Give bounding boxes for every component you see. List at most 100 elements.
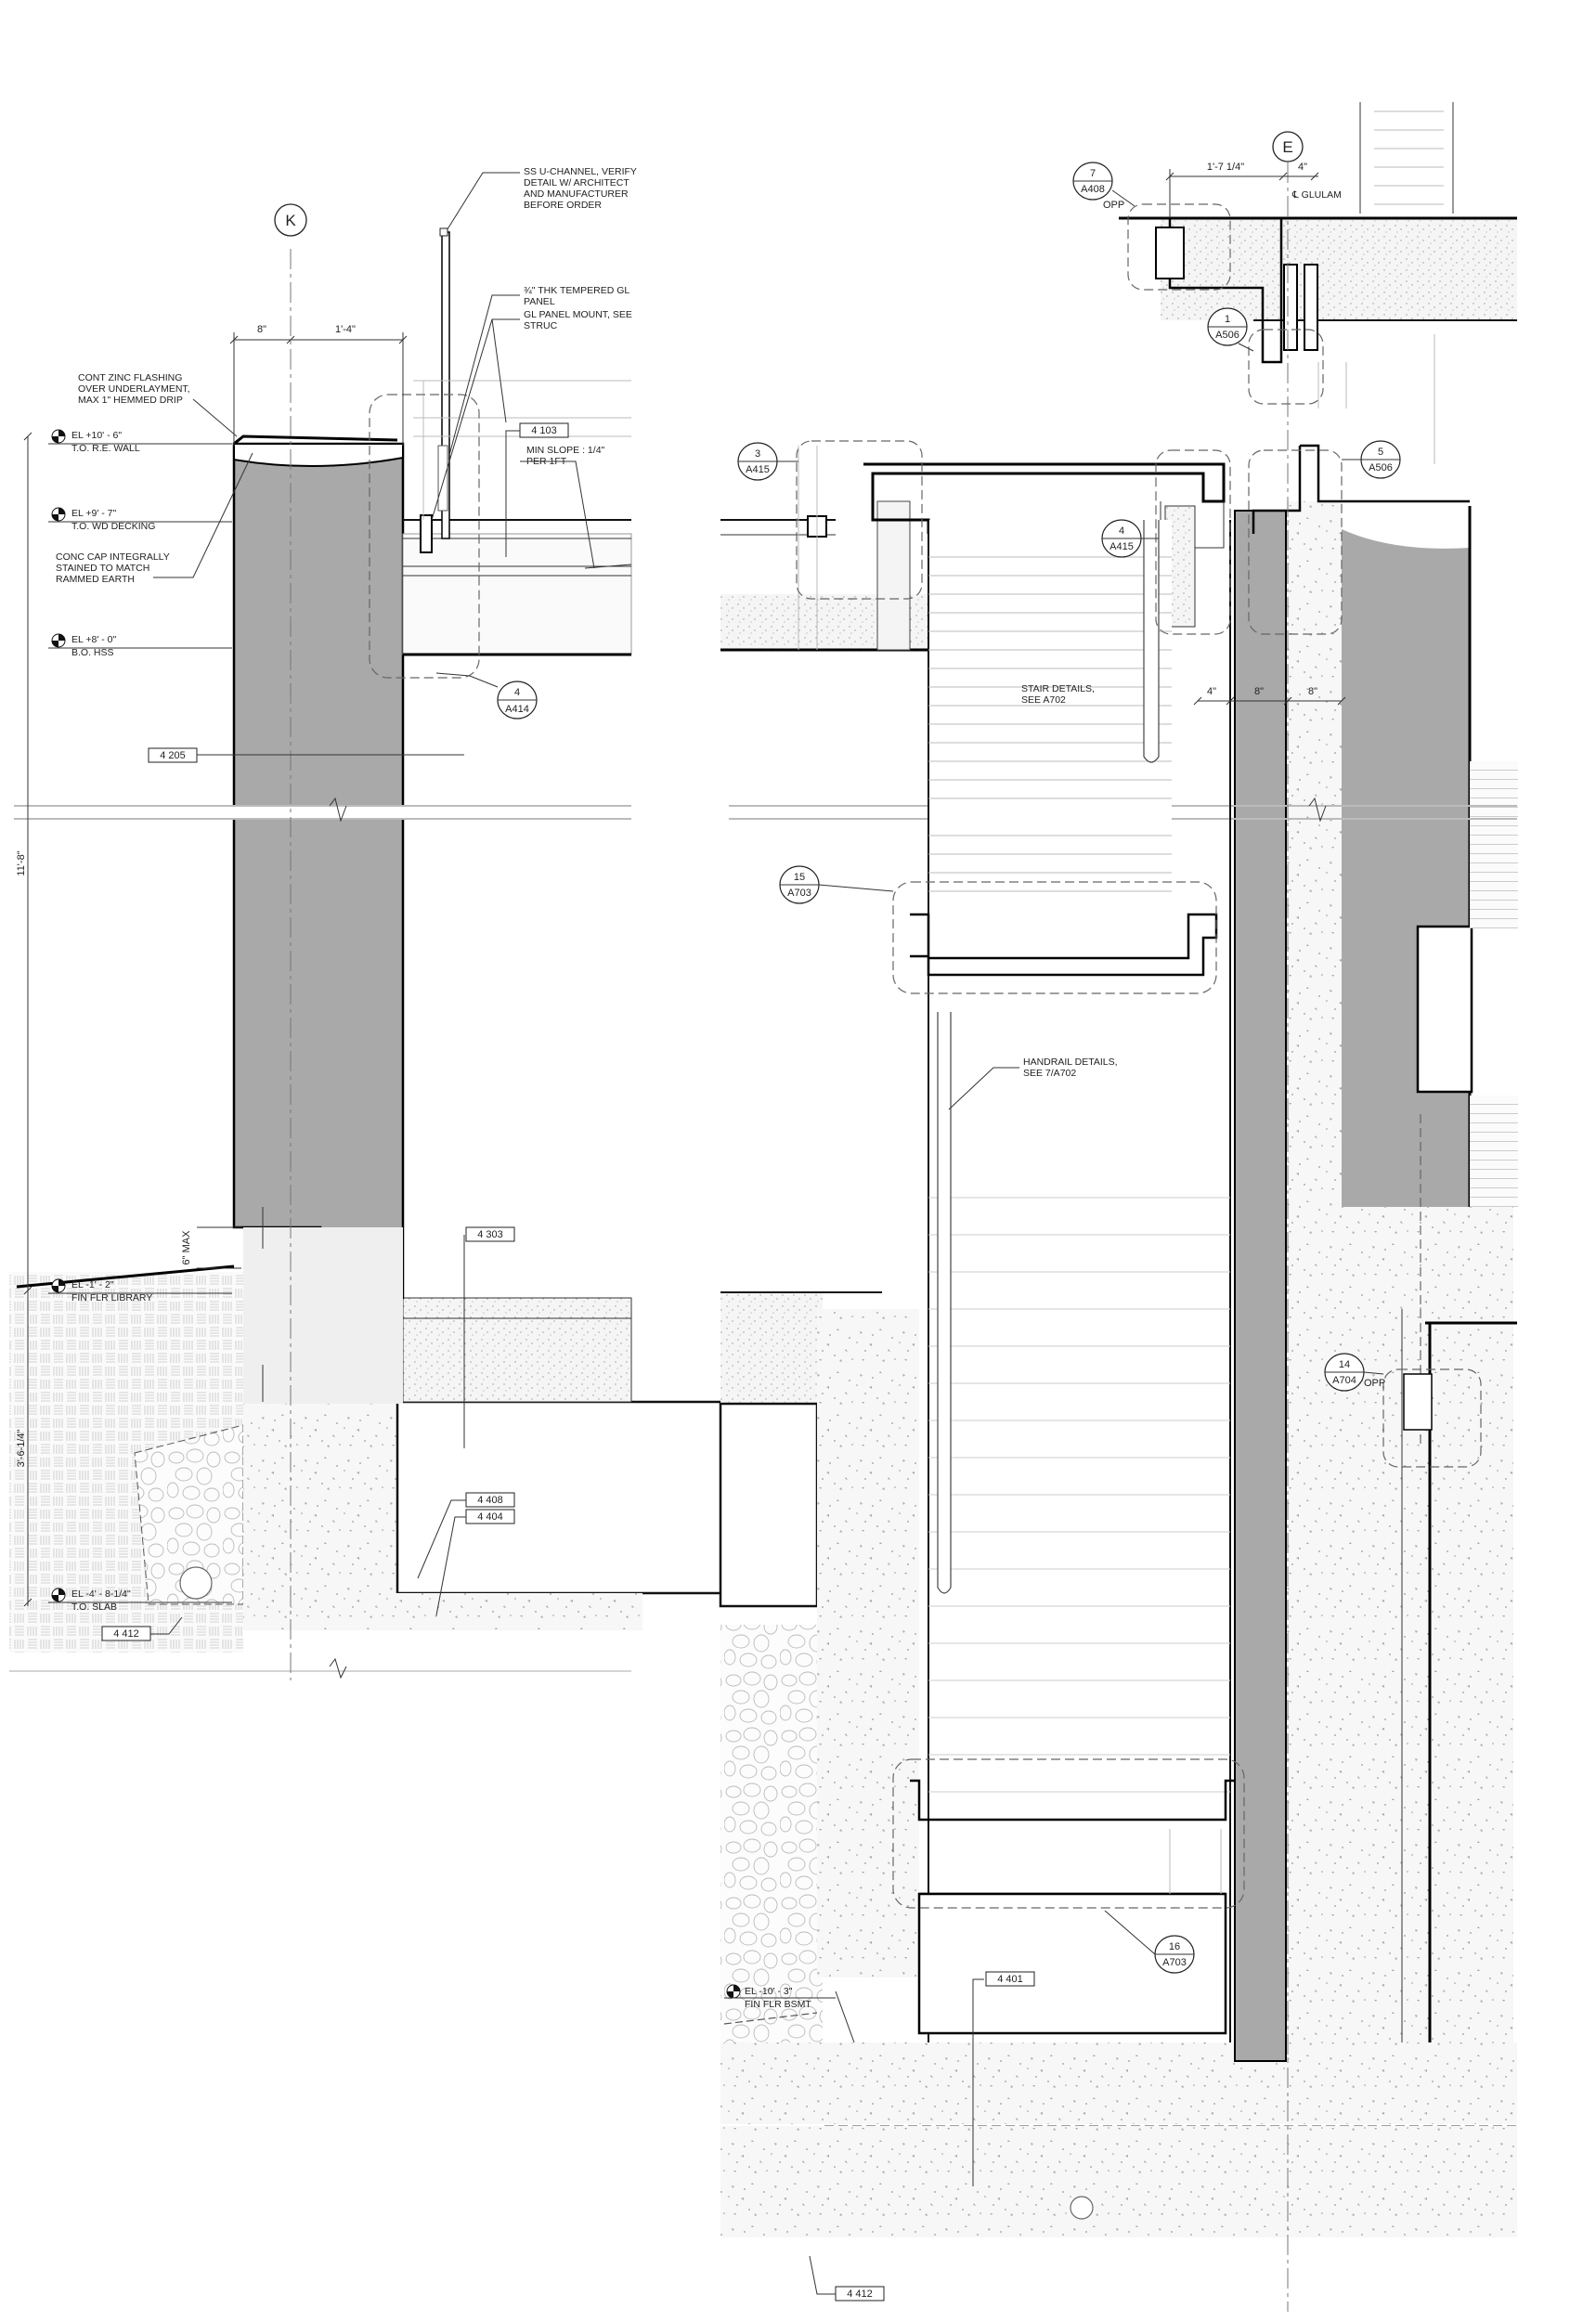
tag-4-205: 4 205: [148, 747, 464, 763]
glulam-beam: [1283, 264, 1298, 351]
svg-text:MIN SLOPE : 1/4": MIN SLOPE : 1/4": [526, 445, 605, 456]
callout-16-a703[interactable]: 16 A703: [1104, 1910, 1195, 1974]
detail-4-a414-box: [369, 394, 480, 679]
svg-text:EL +9' - 7": EL +9' - 7": [71, 508, 117, 519]
svg-text:4 103: 4 103: [531, 425, 557, 436]
concrete-cap: [233, 443, 404, 467]
dim-1ft4in: 1'-4": [335, 324, 356, 335]
svg-text:1: 1: [1225, 314, 1230, 325]
svg-text:A506: A506: [1369, 462, 1393, 473]
glulam-label: ℄ GLULAM: [1291, 189, 1342, 201]
svg-text:STAIR DETAILS,: STAIR DETAILS,: [1021, 683, 1095, 694]
callout-5-a506[interactable]: 5 A506: [1342, 440, 1401, 479]
svg-text:STRUC: STRUC: [524, 320, 558, 331]
svg-text:CONC CAP INTEGRALLY: CONC CAP INTEGRALLY: [56, 551, 170, 563]
svg-text:T.O. WD DECKING: T.O. WD DECKING: [71, 521, 155, 532]
svg-text:T.O. SLAB: T.O. SLAB: [71, 1601, 117, 1613]
stair-run: [910, 520, 1235, 2042]
svg-text:A414: A414: [505, 704, 529, 715]
svg-text:4: 4: [514, 687, 520, 698]
svg-text:STAINED TO MATCH: STAINED TO MATCH: [56, 563, 149, 574]
svg-text:EL -1' - 2": EL -1' - 2": [71, 1279, 114, 1290]
svg-text:4 412: 4 412: [847, 2289, 873, 2300]
note-stair-details: STAIR DETAILS, SEE A702: [1021, 683, 1095, 706]
tag-4-412-right: 4 412: [809, 2255, 885, 2302]
svg-text:FIN FLR BSMT: FIN FLR BSMT: [745, 1999, 811, 2010]
svg-text:AND MANUFACTURER: AND MANUFACTURER: [524, 188, 629, 200]
svg-text:3: 3: [755, 448, 760, 460]
grid-label-k: K: [285, 212, 296, 229]
svg-text:4 404: 4 404: [477, 1511, 503, 1523]
svg-text:16: 16: [1169, 1941, 1180, 1952]
callout-7-a408[interactable]: 7 A408 OPP: [1072, 162, 1135, 211]
svg-text:HANDRAIL DETAILS,: HANDRAIL DETAILS,: [1023, 1057, 1118, 1068]
note-flashing: CONT ZINC FLASHING OVER UNDERLAYMENT, MA…: [78, 372, 238, 437]
svg-text:PANEL: PANEL: [524, 296, 555, 307]
tag-4-408: 4 408 4 404: [417, 1492, 515, 1616]
svg-text:¾" THK TEMPERED GL: ¾" THK TEMPERED GL: [524, 285, 629, 296]
svg-text:A704: A704: [1332, 1375, 1356, 1386]
svg-text:15: 15: [794, 872, 805, 883]
svg-text:EL -10' - 3": EL -10' - 3": [745, 1986, 793, 1997]
svg-text:EL +8' - 0": EL +8' - 0": [71, 634, 117, 645]
svg-text:A703: A703: [1162, 1957, 1187, 1968]
drain-pipe: [179, 1566, 213, 1600]
tag-4-103: 4 103: [505, 422, 569, 557]
slab-edge: [243, 1593, 642, 1630]
svg-text:MAX 1" HEMMED DRIP: MAX 1" HEMMED DRIP: [78, 395, 183, 406]
grid-bubble-k: [274, 203, 307, 237]
svg-text:4 303: 4 303: [477, 1229, 503, 1240]
svg-text:DETAIL W/ ARCHITECT: DETAIL W/ ARCHITECT: [524, 177, 629, 188]
callout-15-a703[interactable]: 15 A703: [779, 865, 894, 904]
foundation-wall-left: [817, 1309, 919, 1977]
svg-text:CONT ZINC FLASHING: CONT ZINC FLASHING: [78, 372, 182, 383]
deck-framing: [402, 533, 632, 655]
dim-8in-b: 8": [1308, 686, 1317, 697]
tag-4-303: 4 303: [463, 1226, 515, 1448]
rammed-earth-wall-right: [1234, 510, 1287, 2062]
svg-text:B.O. HSS: B.O. HSS: [71, 647, 114, 658]
callout-3-a415[interactable]: 3 A415: [737, 442, 798, 481]
svg-text:A506: A506: [1215, 330, 1239, 341]
six-inch-max: 6" MAX: [181, 1230, 192, 1265]
grid-bubble-e: [1272, 131, 1304, 162]
rammed-earth-wall: [232, 442, 405, 1300]
dim-4in-top: 4": [1298, 162, 1307, 173]
svg-text:A408: A408: [1081, 184, 1105, 195]
elevation-marker-basement: EL -10' - 3" FIN FLR BSMT: [723, 1984, 855, 2043]
callout-1-a506[interactable]: 1 A506: [1207, 307, 1254, 352]
svg-text:SEE A702: SEE A702: [1021, 694, 1066, 706]
break-line-bottom: [9, 1657, 631, 1679]
wall-footing: [243, 1227, 403, 1404]
callout-4-a414[interactable]: 4 A414: [435, 672, 538, 720]
right-stair-section: E 1'-7 1/4" 4" ℄ GLULAM 4" 8" 8" STAIR D…: [719, 102, 1518, 2312]
note-u-channel: SS U-CHANNEL, VERIFY DETAIL W/ ARCHITECT…: [439, 166, 637, 237]
dim-lower-height: 3'-6-1/4": [16, 1429, 27, 1467]
elevation-markers-left: EL +10' - 6" T.O. R.E. WALL EL +9' - 7" …: [48, 429, 232, 1613]
tag-4-412: 4 412: [101, 1616, 183, 1641]
svg-text:T.O. R.E. WALL: T.O. R.E. WALL: [71, 443, 140, 454]
callout-4-a415[interactable]: 4 A415: [1101, 519, 1159, 558]
svg-text:4 412: 4 412: [113, 1628, 139, 1640]
svg-text:OPP: OPP: [1364, 1378, 1385, 1389]
svg-text:EL -4' - 8-1/4": EL -4' - 8-1/4": [71, 1588, 131, 1600]
svg-text:A415: A415: [1109, 541, 1134, 552]
tag-4-401: 4 401: [972, 1971, 1035, 2186]
svg-text:4: 4: [1119, 525, 1124, 537]
dim-8in-a: 8": [1254, 686, 1264, 697]
dim-8in: 8": [257, 324, 266, 335]
u-channel: [420, 514, 433, 553]
svg-text:EL +10' - 6": EL +10' - 6": [71, 430, 122, 441]
svg-text:7: 7: [1090, 168, 1096, 179]
note-concrete-cap: CONC CAP INTEGRALLY STAINED TO MATCH RAM…: [56, 452, 253, 585]
svg-text:SEE 7/A702: SEE 7/A702: [1023, 1068, 1076, 1079]
handrail: [937, 1012, 952, 1594]
callout-14-a704[interactable]: 14 A704 OPP: [1324, 1353, 1385, 1392]
stair-header: [863, 462, 1226, 534]
svg-text:OPP: OPP: [1103, 200, 1124, 211]
svg-text:A703: A703: [787, 888, 811, 899]
dim-overall-height: 11'-8": [16, 850, 27, 875]
svg-text:SS U-CHANNEL, VERIFY: SS U-CHANNEL, VERIFY: [524, 166, 637, 177]
svg-text:14: 14: [1339, 1359, 1350, 1370]
